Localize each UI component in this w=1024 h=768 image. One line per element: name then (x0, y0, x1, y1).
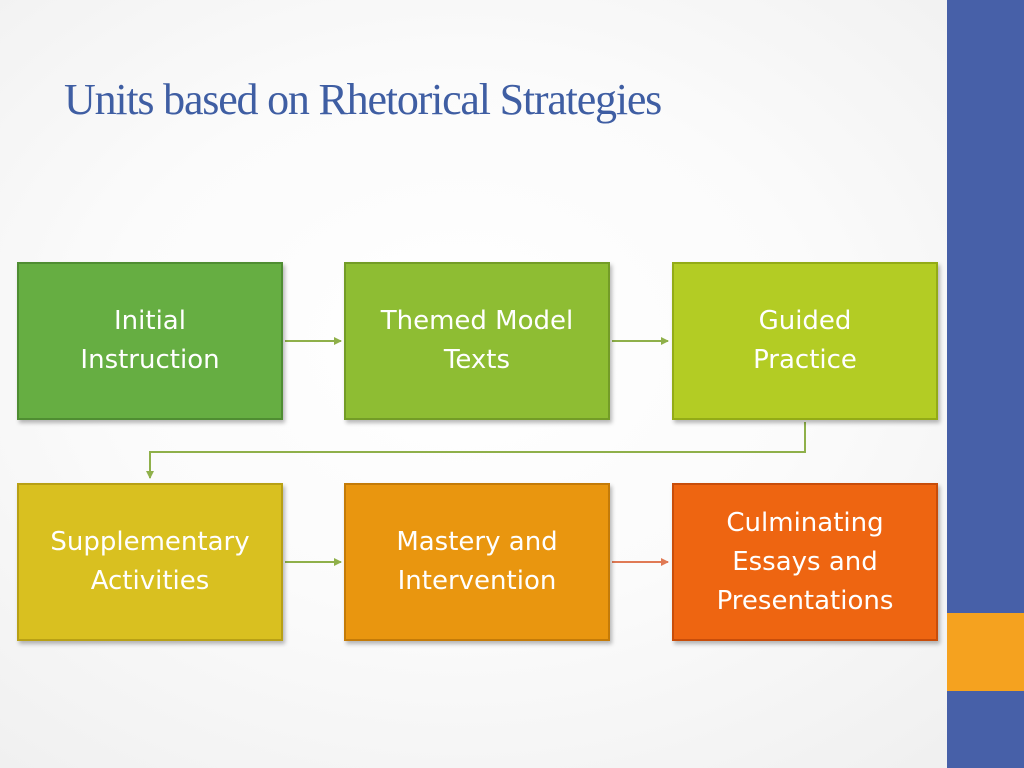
step-label: Culminating Essays and Presentations (716, 507, 894, 616)
side-bar-blue-bottom-segment (947, 691, 1024, 768)
connectors-layer (146, 337, 806, 566)
step-box-initial-instruction: Initial Instruction (17, 262, 283, 420)
process-diagram: Initial Instruction Themed Model Texts G… (17, 262, 938, 641)
side-bar-orange-segment (947, 613, 1024, 691)
step-label: Supplementary Activities (50, 527, 250, 596)
step-label: Mastery and Intervention (396, 527, 558, 596)
step-box-themed-model-texts: Themed Model Texts (344, 262, 610, 420)
step-label: Guided Practice (753, 306, 857, 375)
step-label: Initial Instruction (80, 306, 220, 375)
step-box-supplementary-activities: Supplementary Activities (17, 483, 283, 641)
connector-guided-to-supplementary (146, 422, 806, 479)
step-box-guided-practice: Guided Practice (672, 262, 938, 420)
side-accent-bar (947, 0, 1024, 768)
step-box-culminating-essays: Culminating Essays and Presentations (672, 483, 938, 641)
step-label: Themed Model Texts (380, 306, 574, 375)
slide-title: Units based on Rhetorical Strategies (64, 75, 662, 124)
step-box-mastery-and-intervention: Mastery and Intervention (344, 483, 610, 641)
side-bar-blue-segment (947, 0, 1024, 613)
